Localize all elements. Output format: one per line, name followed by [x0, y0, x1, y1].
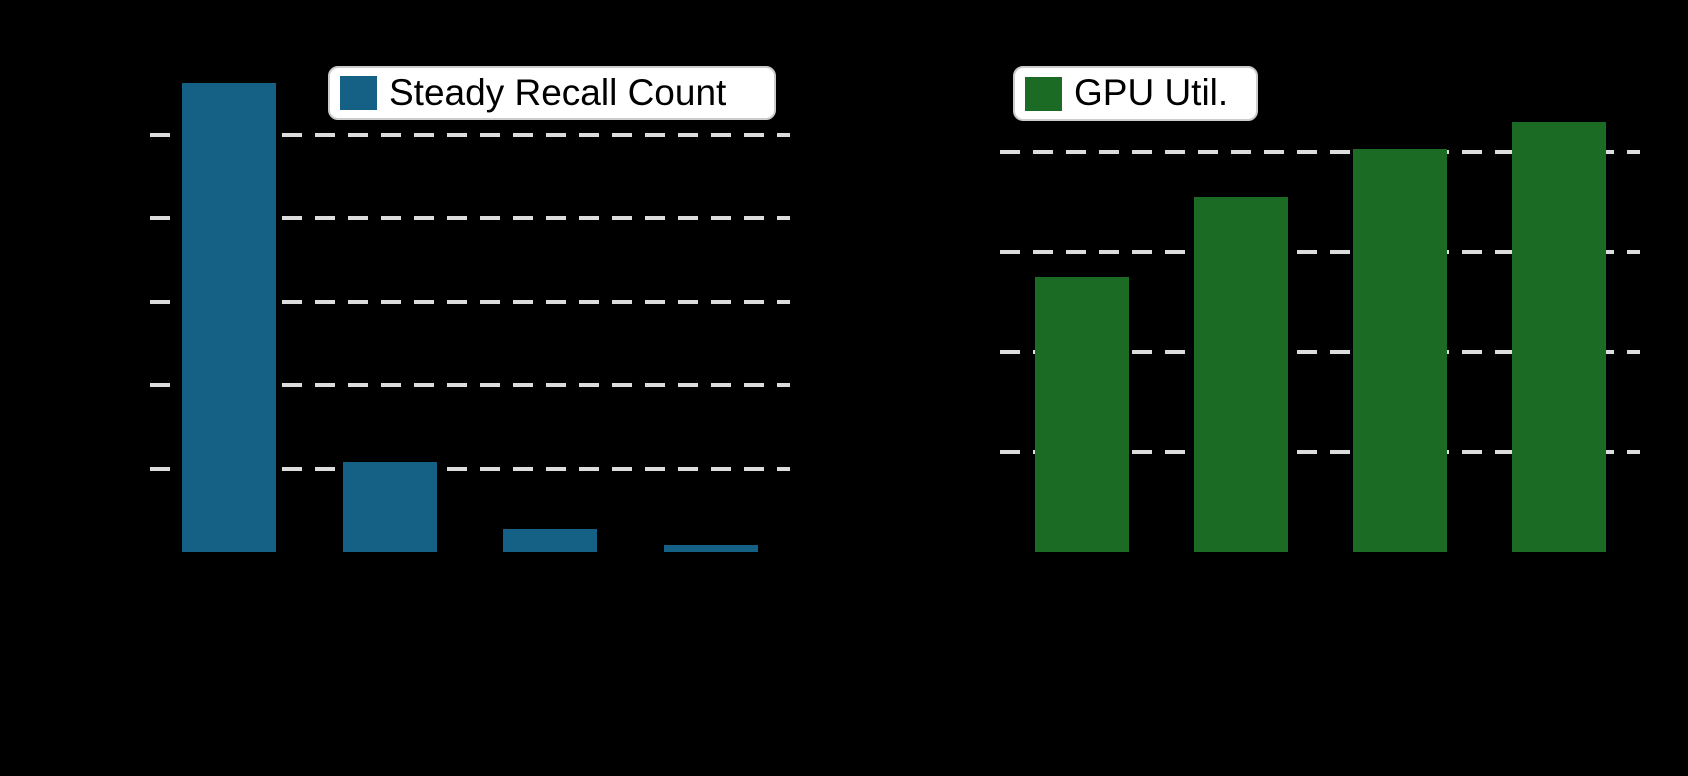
bar	[503, 529, 597, 552]
legend-swatch-blue	[340, 76, 377, 110]
legend-steady-recall-count: Steady Recall Count	[328, 66, 776, 120]
left-chart-plot-area	[150, 0, 790, 776]
bar	[1035, 277, 1129, 552]
gridline	[150, 467, 790, 471]
legend-swatch-green	[1025, 76, 1062, 111]
gridline	[1000, 350, 1640, 354]
bar	[1194, 197, 1288, 552]
bar	[664, 545, 758, 552]
legend-label: Steady Recall Count	[389, 71, 727, 113]
bar	[182, 83, 276, 552]
gridline	[150, 383, 790, 387]
legend-gpu-util: GPU Util.	[1013, 66, 1258, 121]
gridline	[150, 133, 790, 137]
bar	[1353, 149, 1447, 552]
gridline	[150, 216, 790, 220]
gridline	[150, 300, 790, 304]
bar	[1512, 122, 1606, 552]
legend-label: GPU Util.	[1074, 72, 1229, 114]
gridline	[1000, 250, 1640, 254]
bar	[343, 462, 437, 552]
right-chart-plot-area	[1000, 0, 1640, 776]
gridline	[1000, 150, 1640, 154]
gridline	[1000, 450, 1640, 454]
